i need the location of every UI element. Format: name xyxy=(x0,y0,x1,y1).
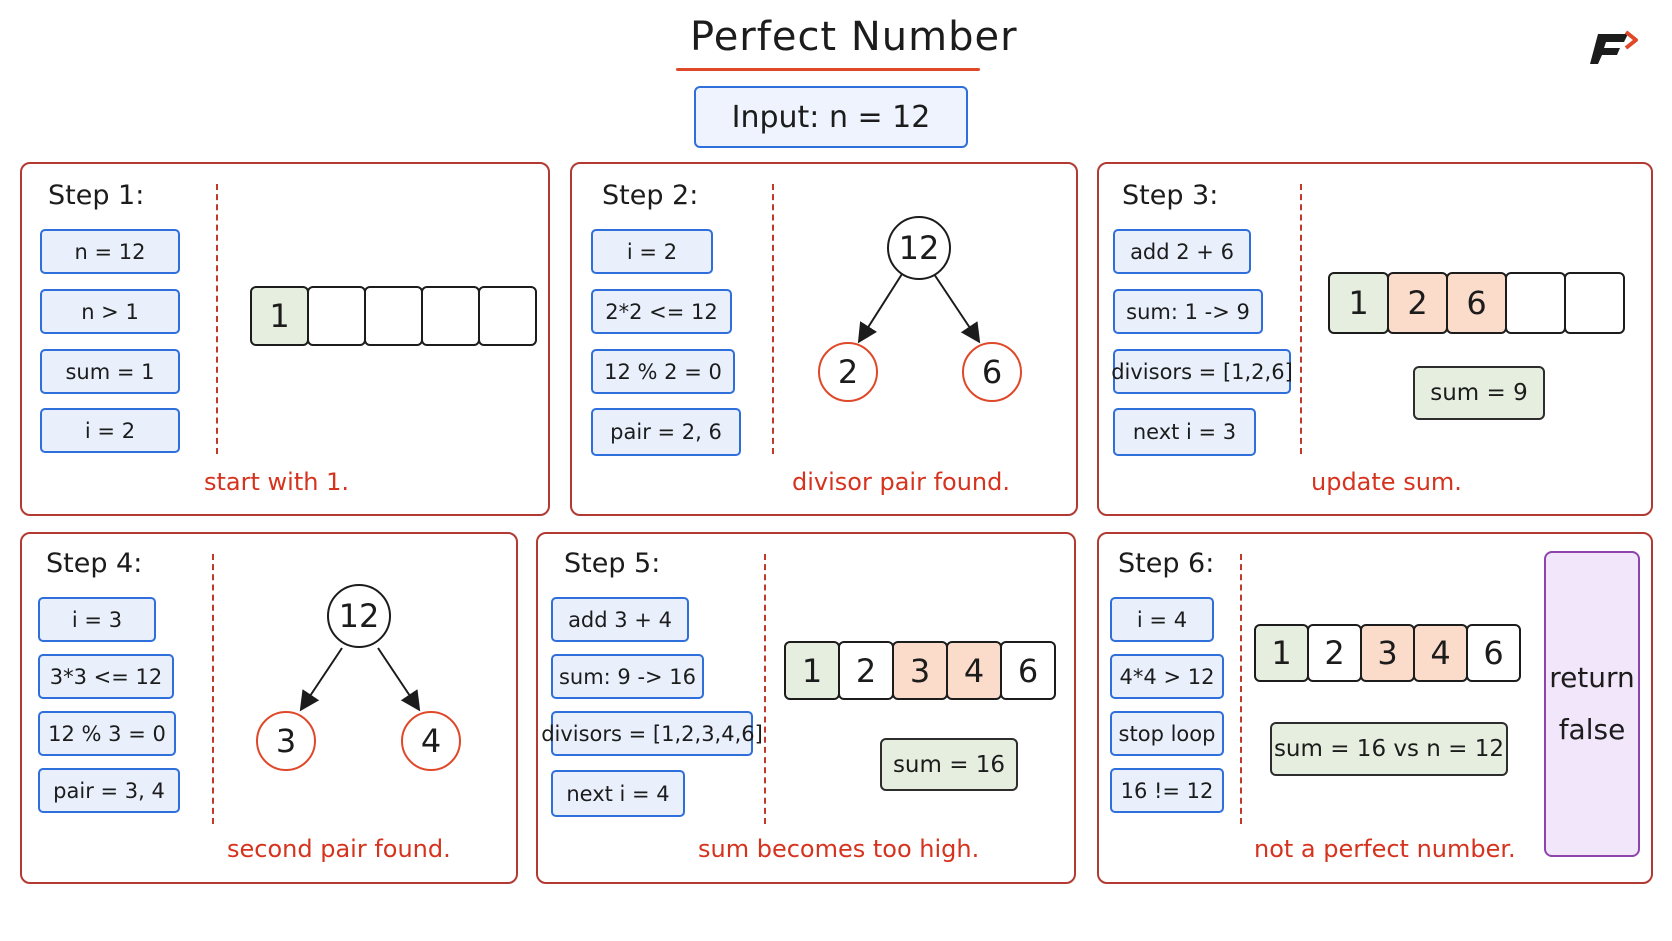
array-cell: 6 xyxy=(1000,641,1056,700)
array-cell: 6 xyxy=(1466,624,1521,682)
step-4-label: Step 4: xyxy=(46,548,143,579)
step-6-divisor-array: 1 2 3 4 6 xyxy=(1254,624,1521,682)
step-6-divider xyxy=(1240,554,1242,824)
step-6-sum-box: sum = 16 vs n = 12 xyxy=(1270,722,1508,776)
page-title: Perfect Number xyxy=(690,14,1018,60)
array-cell: 4 xyxy=(1413,624,1468,682)
step-2-left-node: 2 xyxy=(818,342,878,402)
step-3-divider xyxy=(1300,184,1302,454)
step-6-label: Step 6: xyxy=(1118,548,1215,579)
step-4-right-node: 4 xyxy=(401,711,461,771)
return-value: false xyxy=(1558,713,1626,746)
step-5-sum-box: sum = 16 xyxy=(880,738,1018,791)
step-5-chip-next: next i = 4 xyxy=(551,770,685,817)
array-cell xyxy=(1505,272,1566,334)
input-box: Input: n = 12 xyxy=(694,86,968,148)
step-3-chip-add: add 2 + 6 xyxy=(1113,229,1251,274)
step-2-chip-mod: 12 % 2 = 0 xyxy=(591,349,735,394)
step-5-chip-sum: sum: 9 -> 16 xyxy=(551,654,704,699)
array-cell xyxy=(1564,272,1625,334)
array-cell: 6 xyxy=(1446,272,1507,334)
step-2-root-node: 12 xyxy=(887,216,951,280)
step-5-panel xyxy=(536,532,1076,884)
step-1-chip-n: n = 12 xyxy=(40,229,180,274)
step-3-chip-divisors: divisors = [1,2,6] xyxy=(1111,349,1293,394)
step-4-tree-edges xyxy=(299,647,421,712)
array-cell xyxy=(364,286,423,346)
step-2-chip-check: 2*2 <= 12 xyxy=(591,289,732,334)
step-5-divisor-array: 1 2 3 4 6 xyxy=(784,641,1056,700)
step-2-tree-edges xyxy=(857,273,981,344)
step-1-label: Step 1: xyxy=(48,180,145,211)
step-6-chip-check: 4*4 > 12 xyxy=(1110,654,1224,699)
return-label: return xyxy=(1549,661,1635,694)
step-1-chip-sum: sum = 1 xyxy=(40,349,180,394)
step-5-chip-divisors: divisors = [1,2,3,4,6] xyxy=(541,711,763,756)
step-4-chip-i: i = 3 xyxy=(38,597,156,642)
step-3-caption: update sum. xyxy=(1311,468,1462,496)
step-1-caption: start with 1. xyxy=(204,468,349,496)
step-5-divider xyxy=(764,554,766,824)
step-4-chip-pair: pair = 3, 4 xyxy=(38,768,180,813)
step-4-chip-mod: 12 % 3 = 0 xyxy=(38,711,176,756)
step-3-panel xyxy=(1097,162,1653,516)
step-2-label: Step 2: xyxy=(602,180,699,211)
step-1-divider xyxy=(216,184,218,454)
step-6-chip-compare: 16 != 12 xyxy=(1110,768,1224,813)
step-4-left-node: 3 xyxy=(256,711,316,771)
array-cell xyxy=(421,286,480,346)
step-5-caption: sum becomes too high. xyxy=(698,835,980,863)
return-false-box: return false xyxy=(1544,551,1640,857)
step-2-panel xyxy=(570,162,1078,516)
array-cell: 4 xyxy=(946,641,1002,700)
step-2-caption: divisor pair found. xyxy=(792,468,1010,496)
array-cell: 2 xyxy=(1387,272,1448,334)
step-5-label: Step 5: xyxy=(564,548,661,579)
step-3-chip-next: next i = 3 xyxy=(1113,408,1256,456)
step-2-chip-pair: pair = 2, 6 xyxy=(591,408,741,456)
array-cell: 1 xyxy=(784,641,840,700)
step-3-label: Step 3: xyxy=(1122,180,1219,211)
array-cell xyxy=(307,286,366,346)
step-4-panel xyxy=(20,532,518,884)
array-cell: 2 xyxy=(838,641,894,700)
step-4-root-node: 12 xyxy=(327,584,391,648)
step-1-chip-check: n > 1 xyxy=(40,289,180,334)
step-2-chip-i: i = 2 xyxy=(591,229,713,274)
step-6-chip-stop: stop loop xyxy=(1110,711,1224,756)
step-5-chip-add: add 3 + 4 xyxy=(551,597,689,642)
step-2-divider xyxy=(772,184,774,454)
array-cell: 1 xyxy=(1254,624,1309,682)
step-3-divisor-array: 1 2 6 xyxy=(1328,272,1625,334)
step-3-sum-box: sum = 9 xyxy=(1413,366,1545,420)
step-4-divider xyxy=(212,554,214,824)
step-2-right-node: 6 xyxy=(962,342,1022,402)
brand-logo-icon xyxy=(1590,30,1638,64)
array-cell: 3 xyxy=(1360,624,1415,682)
step-4-caption: second pair found. xyxy=(227,835,451,863)
step-4-chip-check: 3*3 <= 12 xyxy=(38,654,174,699)
step-6-caption: not a perfect number. xyxy=(1254,835,1516,863)
title-underline xyxy=(676,68,980,71)
step-1-divisor-array: 1 xyxy=(250,286,537,346)
array-cell: 1 xyxy=(1328,272,1389,334)
array-cell: 1 xyxy=(250,286,309,346)
step-1-chip-i: i = 2 xyxy=(40,408,180,453)
step-3-chip-sum: sum: 1 -> 9 xyxy=(1113,289,1263,334)
array-cell: 2 xyxy=(1307,624,1362,682)
array-cell xyxy=(478,286,537,346)
step-6-chip-i: i = 4 xyxy=(1110,597,1214,642)
array-cell: 3 xyxy=(892,641,948,700)
